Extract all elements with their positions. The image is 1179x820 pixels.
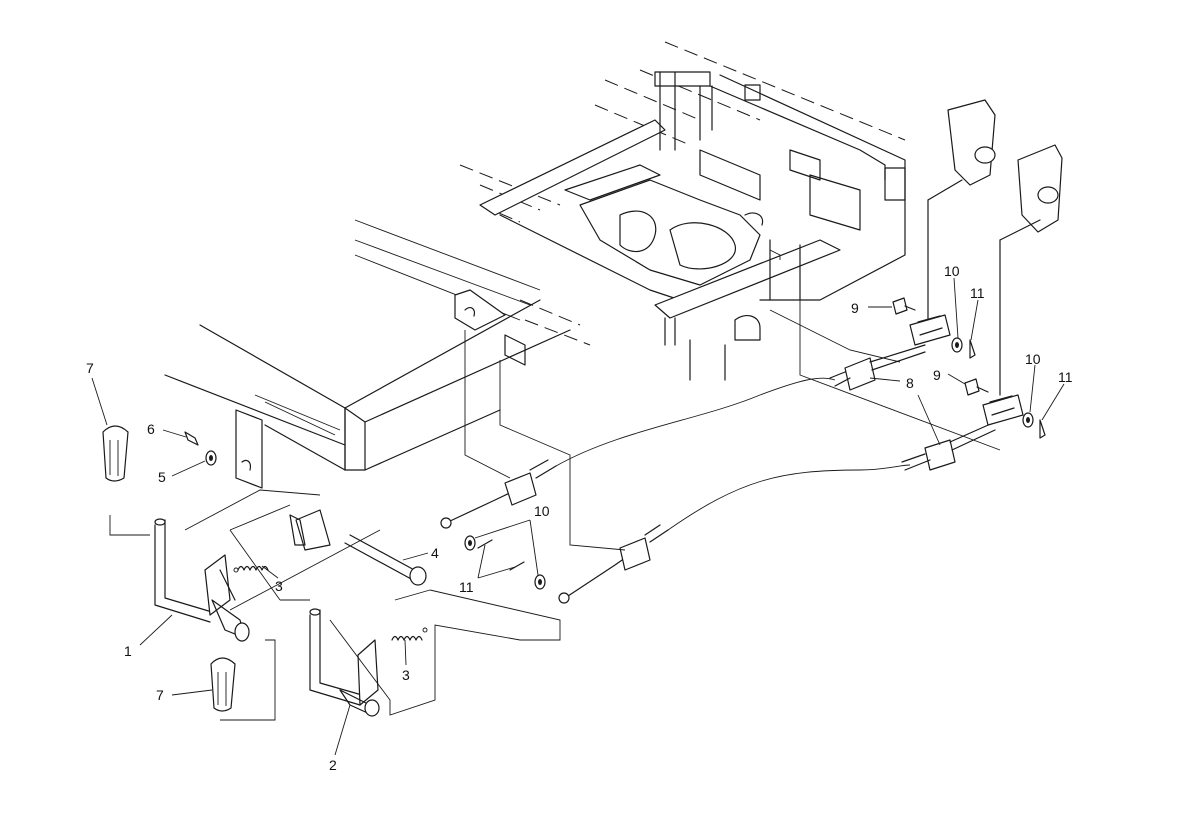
leader-5 — [171, 460, 206, 477]
callout-3b: 3 — [402, 667, 410, 683]
knob-7-upper — [102, 425, 129, 482]
callout-10b: 10 — [1025, 351, 1041, 367]
cotter-pin-11-lower — [1039, 419, 1046, 439]
leader-7a — [91, 377, 108, 426]
leader-8b — [917, 394, 941, 446]
washer-10-mid-a — [464, 535, 476, 551]
callout-6: 6 — [147, 421, 155, 437]
leader-2 — [334, 704, 351, 756]
pin-4 — [289, 509, 427, 586]
lever-1 — [154, 518, 250, 642]
callout-9a: 9 — [851, 300, 859, 316]
cotter-pin-11-upper — [969, 339, 976, 359]
knob-7-lower — [210, 657, 236, 712]
leader-11a — [970, 299, 979, 341]
mount-outlines — [109, 489, 561, 721]
leader-3a — [261, 565, 279, 579]
cotter-pin-11-mid — [477, 539, 525, 571]
callout-10a: 10 — [944, 263, 960, 279]
spring-3-right — [391, 627, 428, 641]
bolt-9-lower — [964, 378, 989, 396]
leader-1 — [139, 614, 173, 646]
lower-clevis-bracket — [982, 144, 1063, 426]
callouts: 1 2 3 3 4 5 6 7 7 8 9 9 10 10 10 11 11 1… — [86, 263, 1073, 773]
leader-4 — [402, 552, 429, 561]
callout-1: 1 — [124, 643, 132, 659]
callout-10c: 10 — [534, 503, 550, 519]
leader-8a — [869, 377, 901, 382]
callout-5: 5 — [158, 469, 166, 485]
left-frame-channel — [164, 219, 591, 489]
frame-assembly — [459, 41, 906, 381]
leader-9b — [947, 373, 966, 385]
washer-10-lower — [1022, 412, 1034, 428]
callout-11c: 11 — [459, 579, 474, 595]
cable-8-upper — [440, 344, 926, 529]
leader-10b — [1029, 364, 1036, 413]
bolt-9-upper — [892, 297, 916, 315]
callout-3a: 3 — [275, 578, 283, 594]
callout-11a: 11 — [970, 285, 985, 301]
leader-10c — [474, 519, 539, 576]
callout-7b: 7 — [156, 687, 164, 703]
spring-3-left — [233, 565, 269, 573]
callout-11b: 11 — [1058, 369, 1073, 385]
leader-10a — [953, 277, 959, 339]
upper-clevis-bracket — [909, 99, 996, 346]
callout-4: 4 — [431, 545, 439, 561]
cotter-pin-6 — [184, 431, 199, 446]
leader-11b — [1041, 383, 1065, 421]
callout-9b: 9 — [933, 367, 941, 383]
callout-7a: 7 — [86, 360, 94, 376]
lever-2 — [309, 608, 380, 717]
washer-10-mid-b — [534, 574, 546, 590]
leader-11c — [477, 544, 516, 579]
callout-2: 2 — [329, 757, 337, 773]
leader-6 — [162, 429, 187, 438]
leader-7b — [171, 689, 213, 696]
connection-lines — [464, 249, 1001, 551]
washer-10-upper — [951, 337, 963, 353]
leader-3b — [404, 639, 407, 666]
callout-8: 8 — [906, 375, 914, 391]
cable-8-lower — [558, 421, 996, 604]
washer-5 — [205, 450, 217, 466]
